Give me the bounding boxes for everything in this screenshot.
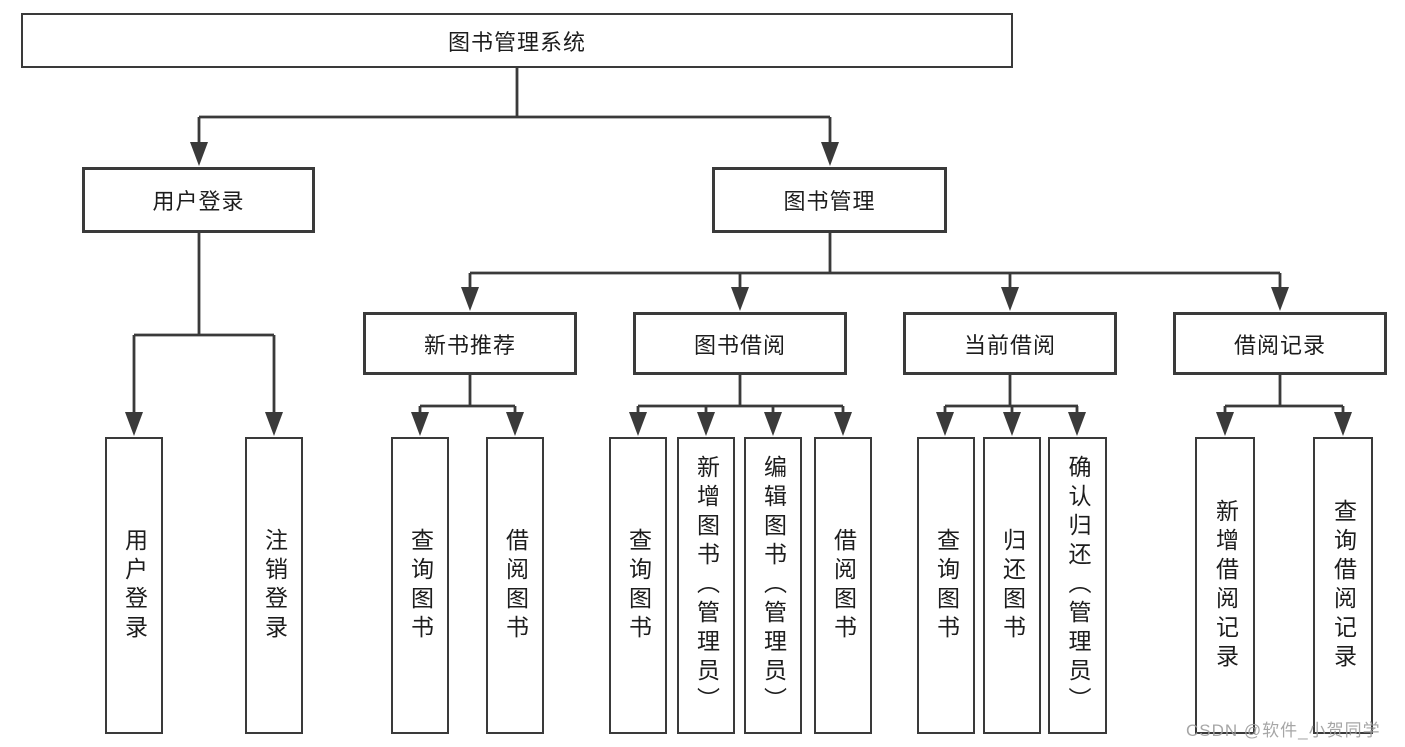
- node-label: 当前借阅: [963, 332, 1056, 358]
- node-add-books-admin: 新增图书（管理员）: [677, 437, 735, 734]
- node-edit-books-admin: 编辑图书（管理员）: [744, 437, 802, 734]
- node-label: 图书借阅: [693, 332, 786, 358]
- node-label: 借阅记录: [1233, 332, 1326, 358]
- node-label: 用户登录: [121, 527, 148, 644]
- node-new-book-recommendation: 新书推荐: [363, 312, 577, 375]
- node-label: 新增借阅记录: [1212, 498, 1239, 673]
- node-label: 新书推荐: [423, 332, 516, 358]
- node-borrow-books-recommend: 借阅图书: [486, 437, 544, 734]
- node-borrow-books: 借阅图书: [814, 437, 872, 734]
- node-label: 借阅图书: [830, 527, 857, 644]
- node-library-management-system: 图书管理系统: [21, 13, 1013, 68]
- node-label: 图书管理系统: [447, 29, 586, 55]
- node-book-borrowing: 图书借阅: [633, 312, 847, 375]
- node-logout: 注销登录: [245, 437, 303, 734]
- node-query-books-current: 查询图书: [917, 437, 975, 734]
- node-label: 图书管理: [783, 189, 876, 214]
- node-query-books-borrow: 查询图书: [609, 437, 667, 734]
- node-book-management-group: 图书管理: [712, 167, 947, 233]
- node-confirm-return-admin: 确认归还（管理员）: [1048, 437, 1107, 734]
- node-borrowing-records: 借阅记录: [1173, 312, 1387, 375]
- csdn-watermark: CSDN @软件_小贺同学: [1186, 721, 1381, 740]
- node-label: 确认归还（管理员）: [1065, 455, 1091, 716]
- node-add-borrow-record: 新增借阅记录: [1195, 437, 1255, 734]
- node-label: 查询图书: [407, 527, 434, 644]
- node-label: 查询图书: [933, 527, 960, 644]
- node-current-borrowing: 当前借阅: [903, 312, 1117, 375]
- node-label: 借阅图书: [502, 527, 529, 644]
- node-label: 查询图书: [625, 527, 652, 644]
- node-label: 查询借阅记录: [1330, 498, 1357, 673]
- node-label: 编辑图书（管理员）: [760, 455, 787, 716]
- node-user-login-group: 用户登录: [82, 167, 315, 233]
- node-query-borrow-record: 查询借阅记录: [1313, 437, 1373, 734]
- node-label: 归还图书: [999, 527, 1026, 644]
- node-label: 注销登录: [261, 527, 288, 644]
- node-query-books-recommend: 查询图书: [391, 437, 449, 734]
- node-label: 用户登录: [152, 189, 245, 214]
- node-label: 新增图书（管理员）: [693, 455, 720, 716]
- node-return-books: 归还图书: [983, 437, 1041, 734]
- node-user-login: 用户登录: [105, 437, 163, 734]
